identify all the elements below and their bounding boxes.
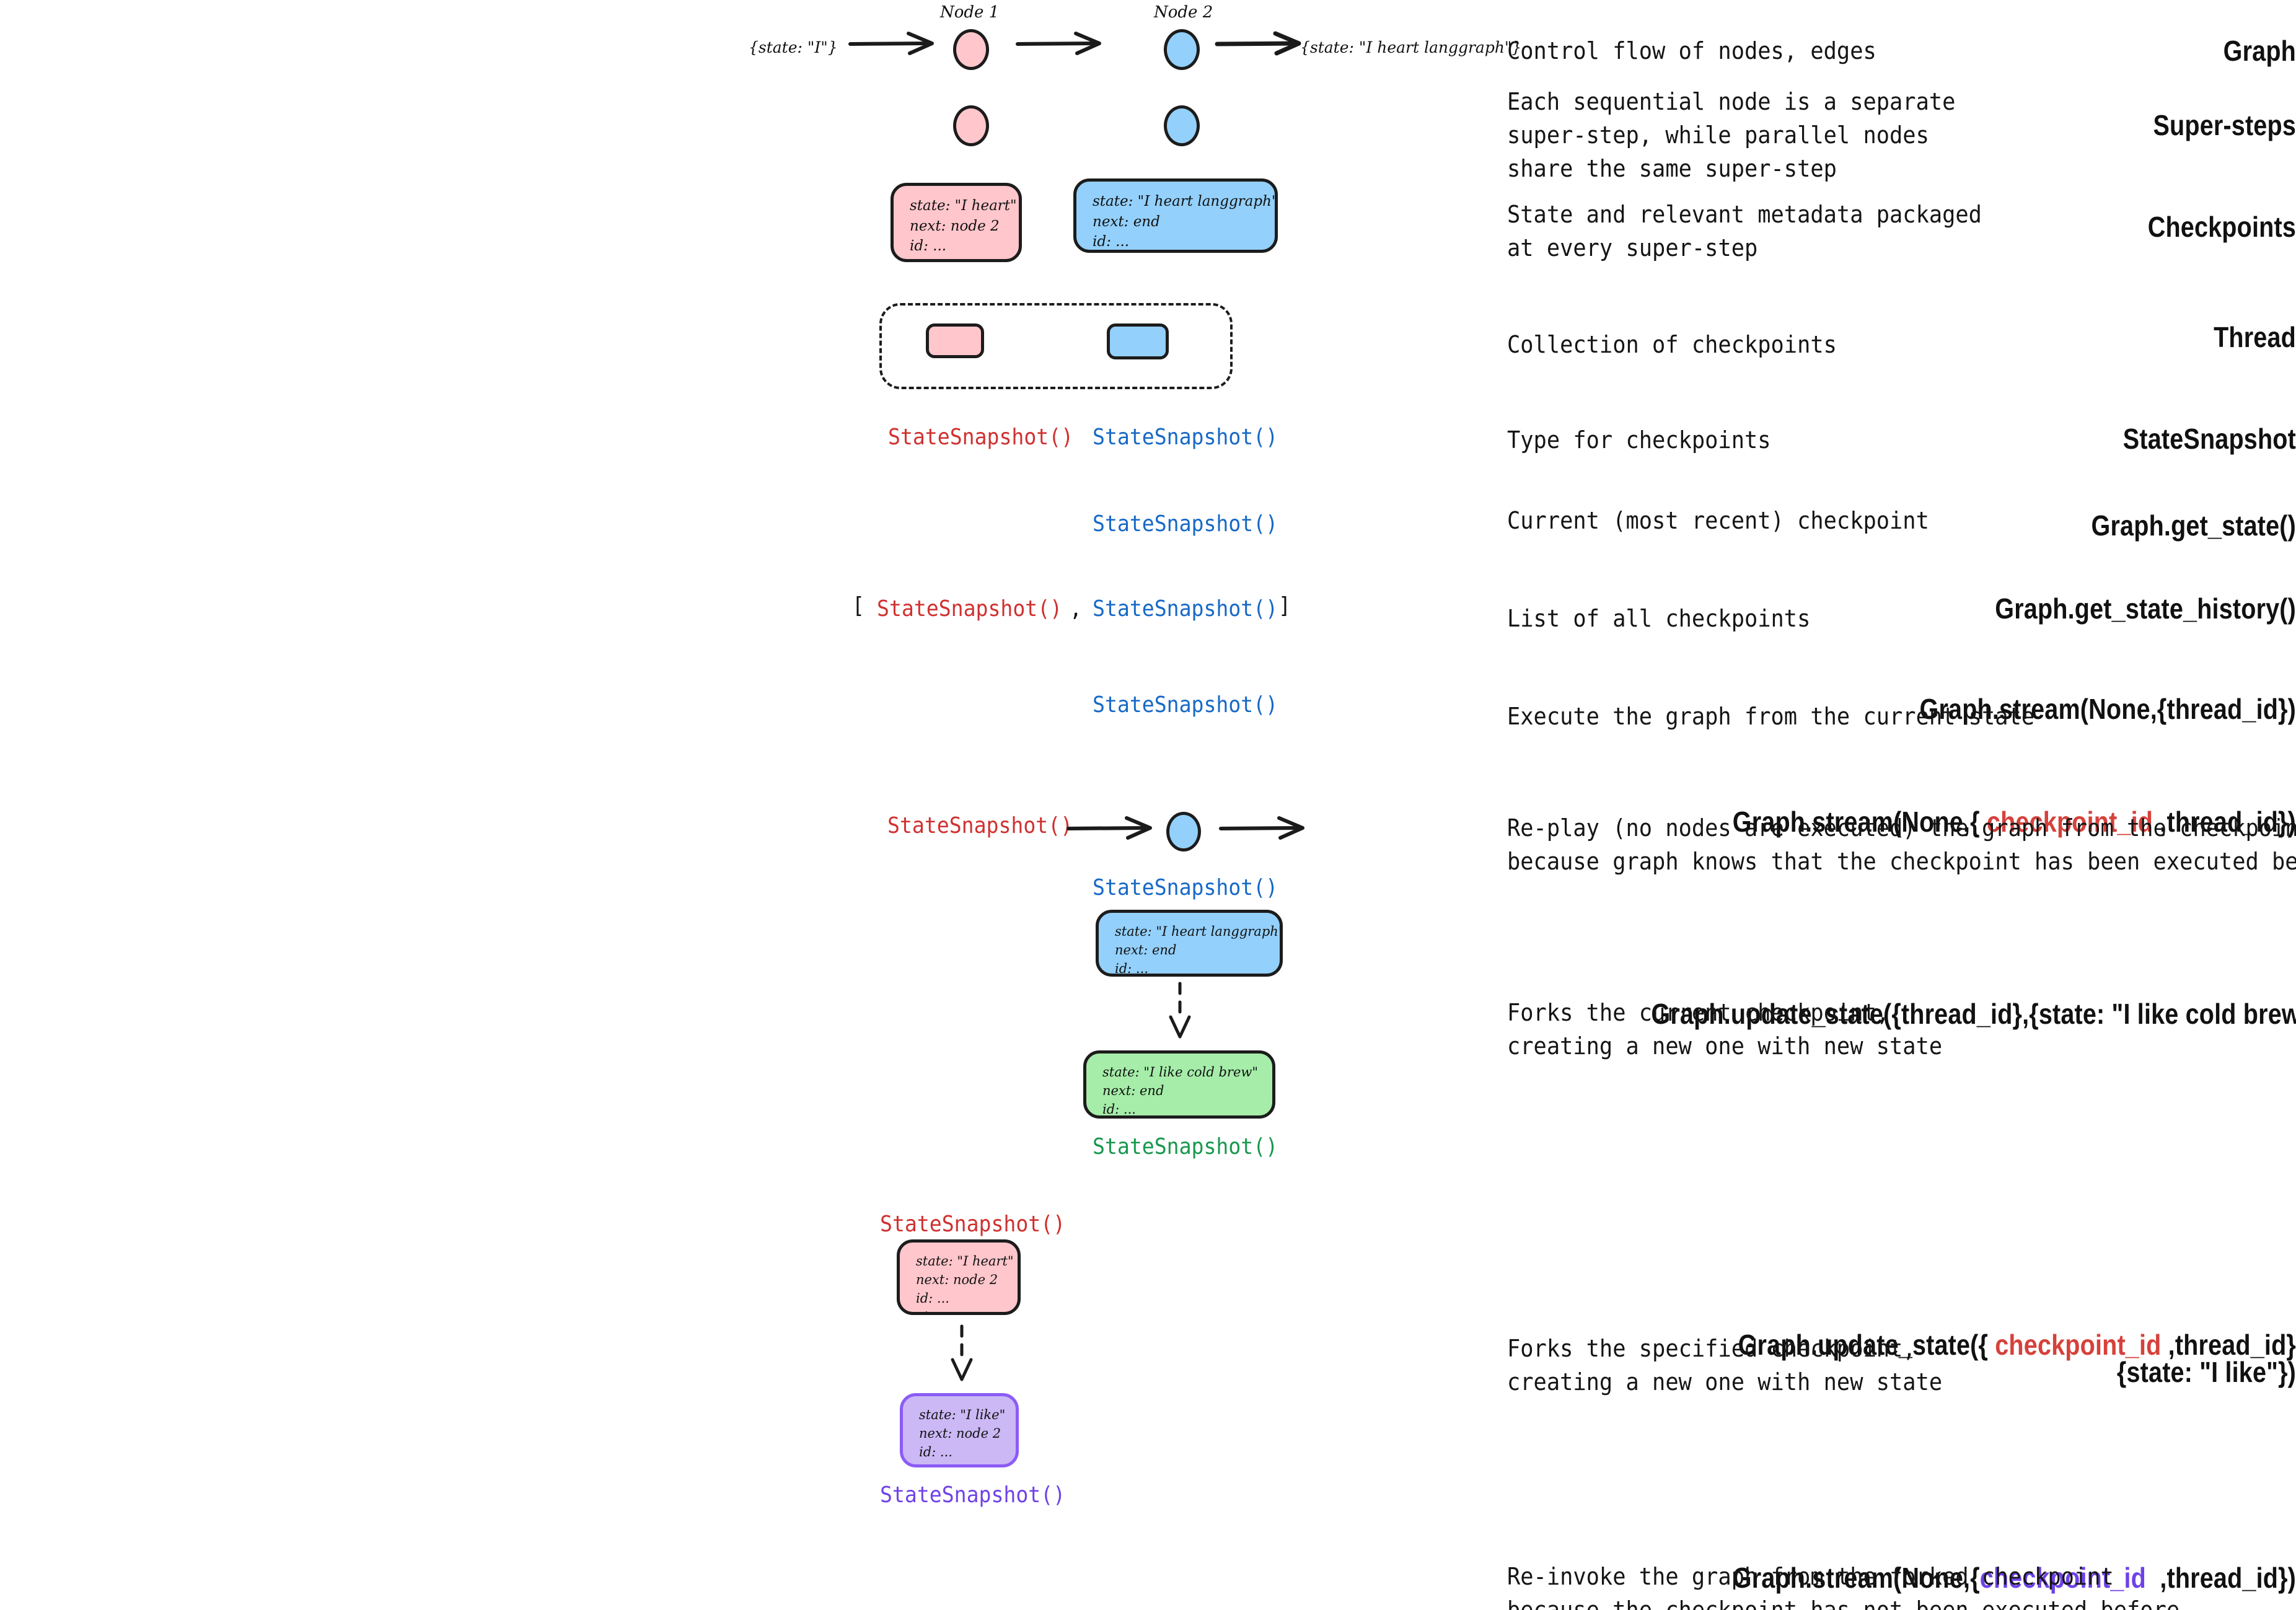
snapshot-forked-purple: StateSnapshot() [880,1482,1066,1508]
update-state-part-3: ,thread_id} [2161,1329,2296,1361]
description-super-steps: Each sequential node is a separate super… [1507,88,1956,182]
snapshot-replay-blue: StateSnapshot() [1093,875,1278,900]
checkpoint-card-node2: state: "I heart langgraph" next: end id:… [1073,178,1278,253]
description-stream-current: Execute the graph from the current state [1507,703,2035,730]
row-label-stream-current: Graph.stream(None,{thread_id}) [1919,693,2296,725]
row-label-update-state-checkpoint-line2: {state: "I like"}) [2116,1356,2296,1388]
stream-checkpoint-part-1: Graph.stream(None,{ [1732,806,1987,838]
snapshot-type-blue: StateSnapshot() [1093,424,1278,450]
replay-node-2 [1166,812,1201,851]
thread-chip-checkpoint-1 [926,323,984,358]
snapshot-get-state: StateSnapshot() [1093,511,1278,537]
stream-forked-checkpoint-id-token: checkpoint_id [1979,1562,2146,1594]
description-thread: Collection of checkpoints [1507,331,1837,358]
checkpoint-card-forked-current: state: "I like cold brew" next: end id: … [1083,1050,1275,1119]
stream-forked-part-3: ,thread_id}) [2145,1562,2296,1594]
snapshot-stream-current: StateSnapshot() [1093,692,1278,718]
fork-arrow-current [1161,982,1199,1039]
row-label-checkpoints: Checkpoints [2147,211,2296,243]
thread-chip-checkpoint-2 [1107,323,1169,359]
graph-edge-arrow-2 [1016,32,1109,55]
snapshot-history-blue: StateSnapshot() [1093,596,1278,622]
graph-node-1 [953,29,989,70]
snapshot-replay-red: StateSnapshot() [887,813,1073,838]
graph-edge-arrow-1 [848,32,942,55]
fork-arrow-specified [943,1324,980,1382]
replay-arrow-2 [1219,816,1313,840]
row-label-get-state-history: Graph.get_state_history() [1995,592,2296,625]
graph-edge-arrow-3 [1215,31,1309,56]
stream-checkpoint-part-3: ,thread_id}) [2153,806,2296,838]
checkpoint-card-node1: state: "I heart" next: node 2 id: ... et… [891,183,1022,262]
row-label-thread: Thread [2214,321,2296,353]
thread-dashed-container [879,303,1233,389]
row-label-update-state-thread: Graph.update_state({thread_id},{state: "… [1651,998,2296,1030]
update-state-checkpoint-id-token: checkpoint_id [1995,1329,2162,1361]
description-get-state: Current (most recent) checkpoint [1507,507,1929,534]
row-label-graph: Graph [2223,35,2296,67]
checkpoint-card-forked-specified: state: "I like" next: node 2 id: ... etc… [900,1393,1019,1467]
description-graph: Control flow of nodes, edges [1507,37,1876,64]
description-checkpoints: State and relevant metadata packaged at … [1507,201,1982,262]
description-statesnapshot: Type for checkpoints [1507,426,1771,454]
graph-input-state-tag: {state: "I"} [749,38,838,56]
node2-caption: Node 2 [1154,3,1213,22]
superstep-node-1 [953,105,989,146]
description-stream-checkpoint: Re-play (no nodes are executed) the grap… [1507,814,2296,875]
description-update-state-thread: Forks the current checkpoint, creating a… [1507,999,1943,1060]
row-label-stream-forked: Graph.stream(None,{checkpoint_id ,thread… [1651,1559,2296,1597]
row-label-get-state: Graph.get_state() [2091,509,2296,542]
replay-arrow-1 [1067,816,1160,840]
row-label-statesnapshot: StateSnapshot [2122,423,2296,455]
history-comma: , [1070,596,1082,622]
snapshot-type-red: StateSnapshot() [888,424,1074,450]
description-stream-forked: Re-invoke the graph from the forked chec… [1507,1563,2180,1610]
graph-node-2 [1164,29,1200,70]
snapshot-history-red: StateSnapshot() [877,596,1063,622]
description-update-state-checkpoint: Forks the specified checkpoint, creating… [1507,1335,1943,1396]
snapshot-forked-green: StateSnapshot() [1093,1134,1278,1159]
history-close-bracket: ] [1278,593,1291,618]
graph-output-state-tag: {state: "I heart langgraph"} [1300,38,1522,56]
snapshot-specified-red: StateSnapshot() [880,1212,1066,1237]
node1-caption: Node 1 [940,3,1000,22]
row-label-super-steps: Super-steps [2153,109,2296,141]
checkpoint-card-specified: state: "I heart" next: node 2 id: ... et… [897,1239,1021,1315]
row-label-update-state-checkpoint: Graph.update_state({ checkpoint_id ,thre… [1651,1326,2296,1364]
update-state-part-1: Graph.update_state({ [1738,1329,1995,1361]
stream-forked-part-1: Graph.stream(None,{ [1732,1562,1980,1594]
stream-checkpoint-id-token: checkpoint_id [1986,806,2153,838]
description-get-state-history: List of all checkpoints [1507,605,1811,632]
history-open-bracket: [ [852,593,864,618]
superstep-node-2 [1164,105,1200,146]
row-label-stream-checkpoint: Graph.stream(None,{ checkpoint_id ,threa… [1651,803,2296,841]
checkpoint-card-replay: state: "I heart langgraph" next: end id:… [1096,910,1283,977]
